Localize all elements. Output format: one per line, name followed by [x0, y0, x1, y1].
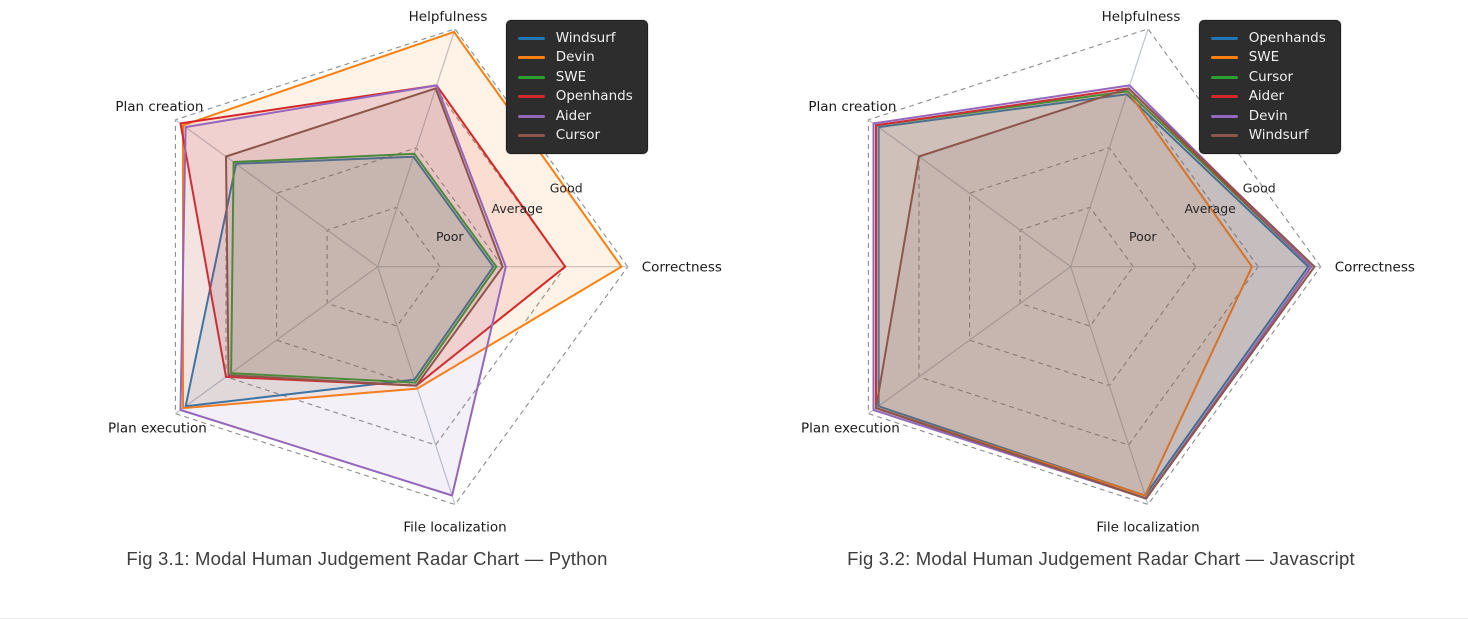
ring-label-average: Average: [1185, 201, 1237, 216]
legend-swatch-openhands: [1210, 36, 1238, 40]
legend-label: Devin: [1248, 107, 1288, 124]
legend-item-openhands: Openhands: [1210, 29, 1326, 47]
legend-swatch-aider: [1210, 95, 1238, 99]
grid-ring: [225, 87, 566, 446]
legend-item-aider: Aider: [1210, 88, 1326, 106]
axis-label-plan-creation: Plan creation: [808, 99, 896, 115]
legend-item-openhands: Openhands: [517, 88, 633, 106]
axis-label-file-localization: File localization: [403, 520, 506, 536]
legend-item-cursor: Cursor: [1210, 68, 1326, 86]
ring-labels: Poor Average Good: [436, 181, 583, 244]
ring-labels: Poor Average Good: [1129, 181, 1276, 244]
grid: [867, 28, 1322, 506]
legend-swatch-cursor: [517, 134, 545, 138]
grid-ring: [867, 28, 1322, 506]
legend-item-swe: SWE: [517, 68, 633, 86]
legend-label: Windsurf: [1248, 127, 1309, 143]
legend-item-windsurf: Windsurf: [1210, 127, 1326, 145]
series-windsurf: [875, 87, 1316, 500]
ring-label-good: Good: [1243, 181, 1276, 196]
legend-swatch-devin: [1210, 114, 1238, 118]
ring-label-average: Average: [492, 201, 544, 216]
axis-label-helpfulness: Helpfulness: [409, 9, 488, 25]
axis-label-correctness: Correctness: [642, 260, 722, 276]
legend-label: SWE: [555, 68, 587, 85]
ring-label-poor: Poor: [1129, 229, 1157, 244]
grid-ring: [174, 28, 629, 506]
figure-caption-python: Fig 3.1: Modal Human Judgement Radar Cha…: [126, 548, 608, 569]
legend-label: Openhands: [555, 88, 633, 104]
series-windsurf: [184, 155, 495, 408]
grid-spoke: [868, 119, 1072, 268]
legend-item-windsurf: Windsurf: [517, 29, 633, 47]
grid-ring: [969, 147, 1197, 387]
series-cursor: [225, 87, 504, 387]
legend-item-devin: Devin: [517, 49, 633, 67]
grid-ring: [918, 87, 1259, 446]
grid-spoke: [1070, 266, 1149, 505]
axis-label-plan-execution: Plan execution: [801, 421, 900, 437]
axis-label-file-localization: File localization: [1096, 520, 1199, 536]
ring-label-good: Good: [550, 181, 583, 196]
legend-item-cursor: Cursor: [517, 127, 633, 145]
legend-swatch-aider: [517, 114, 545, 118]
grid-ring: [326, 206, 441, 327]
ring-label-poor: Poor: [436, 229, 464, 244]
axis-label-plan-creation: Plan creation: [115, 99, 203, 115]
legend-label: Devin: [555, 49, 595, 65]
grid-ring: [1019, 206, 1134, 327]
series-aider: [179, 84, 507, 497]
series-openhands: [179, 84, 567, 387]
legend-label: Aider: [555, 107, 592, 124]
legend-label: Aider: [1248, 88, 1285, 104]
series-swe: [230, 152, 498, 384]
grid-spoke: [377, 28, 456, 267]
legend-label: Cursor: [555, 127, 601, 143]
legend-label: Cursor: [1248, 68, 1294, 85]
axis-label-correctness: Correctness: [1335, 260, 1415, 276]
grid-spoke: [868, 266, 1072, 415]
figure-caption-javascript: Fig 3.2: Modal Human Judgement Radar Cha…: [847, 548, 1355, 569]
legend-swatch-cursor: [1210, 75, 1238, 79]
legend-swatch-swe: [517, 75, 545, 79]
legend-swatch-openhands: [517, 95, 545, 99]
grid-spoke: [175, 266, 379, 415]
legend-item-swe: SWE: [1210, 49, 1326, 67]
legend-swatch-windsurf: [517, 36, 545, 40]
legend-swatch-windsurf: [1210, 134, 1238, 138]
legend-label: Windsurf: [555, 29, 616, 46]
legend-item-aider: Aider: [517, 107, 633, 125]
legend-swatch-swe: [1210, 56, 1238, 60]
axis-label-helpfulness: Helpfulness: [1102, 9, 1181, 25]
legend-label: SWE: [1248, 49, 1280, 65]
grid-spoke: [175, 119, 379, 268]
axis-label-plan-execution: Plan execution: [108, 421, 207, 437]
legend-item-devin: Devin: [1210, 107, 1326, 125]
legend-swatch-devin: [517, 56, 545, 60]
legend-label: Openhands: [1248, 29, 1326, 46]
grid-spoke: [1070, 28, 1149, 267]
